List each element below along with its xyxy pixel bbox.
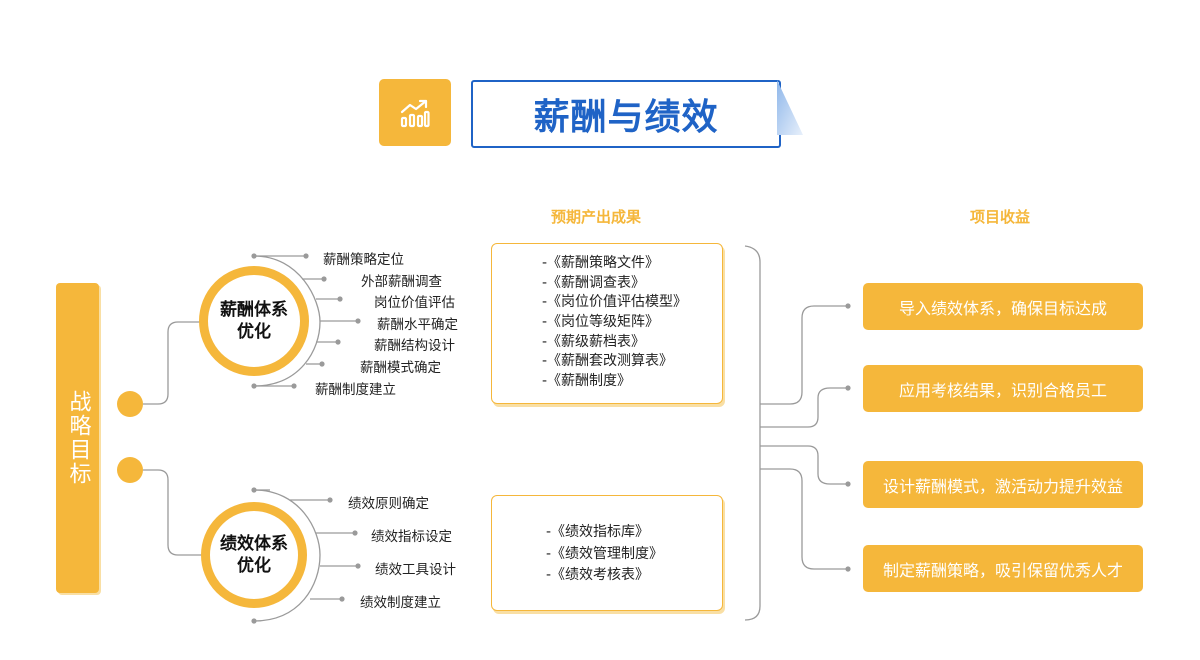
title-decoration: [777, 80, 803, 135]
benefit-item: 制定薪酬策略，吸引保留优秀人才: [863, 545, 1143, 592]
benefit-item: 应用考核结果，识别合格员工: [863, 365, 1143, 412]
salary-system-label-1: 薪酬体系: [220, 300, 288, 320]
salary-item: 薪酬模式确定: [360, 360, 441, 376]
salary-outputs-list: -《薪酬策略文件》 -《薪酬调查表》 -《岗位价值评估模型》 -《岗位等级矩阵》…: [542, 254, 687, 392]
performance-item: 绩效制度建立: [360, 595, 441, 611]
salary-item: 薪酬水平确定: [377, 317, 458, 333]
performance-system-node: 绩效体系 优化: [201, 502, 307, 608]
performance-branch-dot: [117, 457, 143, 483]
salary-item: 岗位价值评估: [374, 295, 455, 311]
strategy-goal-label: 战略目标: [65, 390, 91, 486]
chart-growth-icon: [379, 79, 451, 146]
performance-outputs-list: -《绩效指标库》 -《绩效管理制度》 -《绩效考核表》: [546, 522, 663, 587]
salary-item: 薪酬制度建立: [315, 382, 396, 398]
performance-item: 绩效指标设定: [371, 529, 452, 545]
outputs-heading: 预期产出成果: [551, 208, 642, 226]
output-item: -《岗位等级矩阵》: [542, 314, 660, 331]
output-item: -《薪酬套改测算表》: [542, 353, 674, 370]
strategy-goal-bar: 战略目标: [56, 283, 99, 593]
output-item: -《绩效考核表》: [546, 567, 650, 583]
salary-system-node: 薪酬体系 优化: [199, 266, 309, 376]
output-item: -《薪级薪档表》: [542, 333, 646, 350]
benefit-item: 设计薪酬模式，激活动力提升效益: [863, 461, 1143, 508]
performance-outputs-box: -《绩效指标库》 -《绩效管理制度》 -《绩效考核表》: [491, 495, 723, 611]
output-item: -《绩效指标库》: [546, 524, 650, 540]
salary-item: 外部薪酬调查: [361, 274, 442, 290]
benefit-item: 导入绩效体系，确保目标达成: [863, 283, 1143, 330]
output-item: -《绩效管理制度》: [546, 545, 664, 562]
benefits-heading: 项目收益: [970, 208, 1031, 226]
salary-outputs-box: -《薪酬策略文件》 -《薪酬调查表》 -《岗位价值评估模型》 -《岗位等级矩阵》…: [491, 243, 723, 404]
output-item: -《薪酬调查表》: [542, 274, 646, 291]
performance-item: 绩效原则确定: [348, 496, 429, 512]
output-item: -《薪酬策略文件》: [542, 255, 660, 271]
salary-system-label-2: 优化: [237, 322, 271, 342]
performance-system-label-2: 优化: [237, 556, 271, 576]
salary-item: 薪酬结构设计: [374, 338, 455, 354]
performance-system-label-1: 绩效体系: [220, 534, 288, 554]
salary-item: 薪酬策略定位: [323, 252, 404, 268]
salary-branch-dot: [117, 391, 143, 417]
output-item: -《薪酬制度》: [542, 373, 632, 390]
performance-item: 绩效工具设计: [375, 562, 456, 578]
output-item: -《岗位价值评估模型》: [542, 294, 688, 311]
page-title: 薪酬与绩效: [471, 80, 781, 148]
